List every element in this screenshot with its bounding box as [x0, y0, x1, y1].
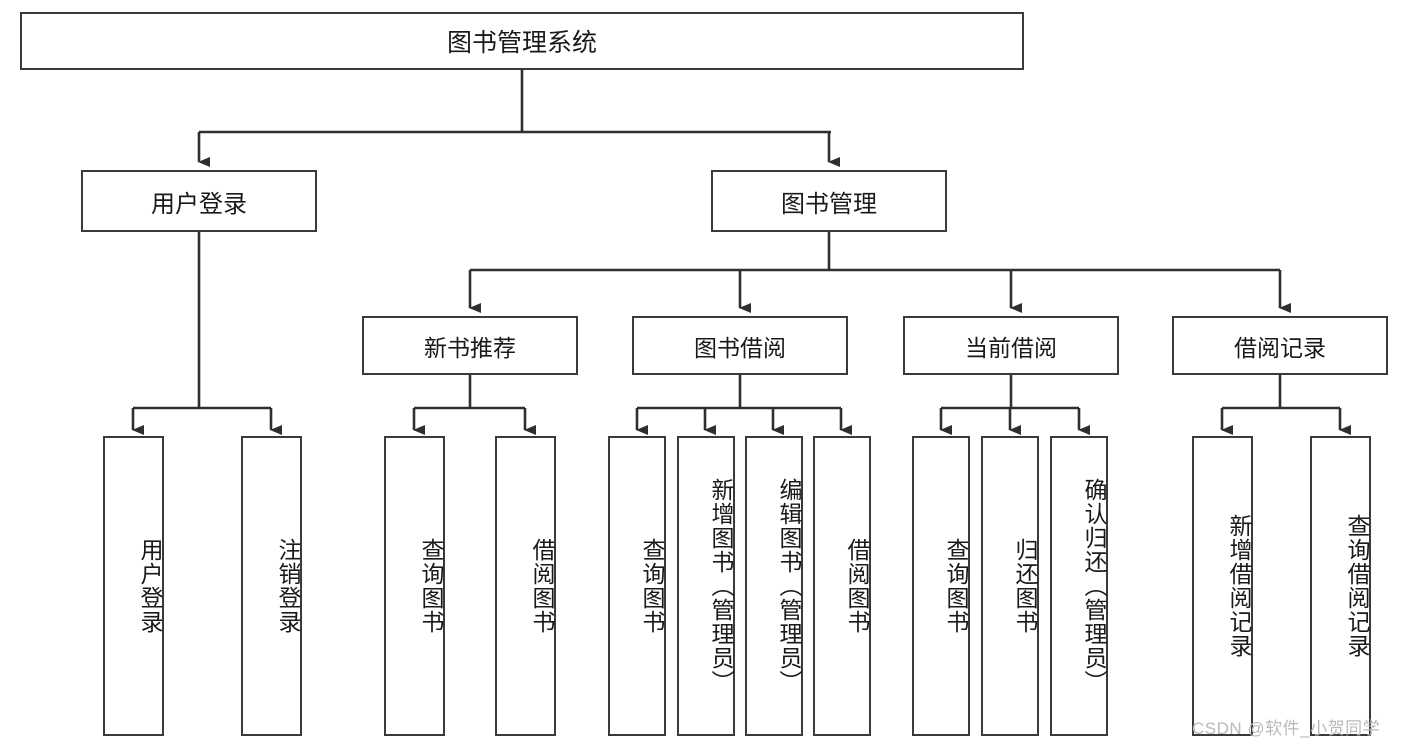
node-label: 确认归还（管理员） [1081, 478, 1107, 694]
node-root-book-management-system[interactable]: 图书管理系统 [20, 12, 1024, 70]
node-label: 新书推荐 [424, 334, 516, 361]
leaf-current-borrow-query[interactable]: 查询图书 [912, 436, 970, 736]
node-user-login[interactable]: 用户登录 [81, 170, 317, 232]
leaf-borrow-record-add[interactable]: 新增借阅记录 [1192, 436, 1253, 736]
node-current-borrow[interactable]: 当前借阅 [903, 316, 1119, 375]
node-book-borrow[interactable]: 图书借阅 [632, 316, 848, 375]
node-label: 注销登录 [275, 538, 301, 634]
node-label: 借阅图书 [529, 538, 555, 634]
leaf-current-borrow-confirm-return[interactable]: 确认归还（管理员） [1050, 436, 1108, 736]
leaf-new-book-query[interactable]: 查询图书 [384, 436, 445, 736]
csdn-watermark: CSDN @软件_小贺同学 [1192, 719, 1381, 738]
leaf-user-login-login[interactable]: 用户登录 [103, 436, 164, 736]
node-label: 借阅图书 [844, 538, 870, 634]
leaf-book-borrow-borrow[interactable]: 借阅图书 [813, 436, 871, 736]
node-label: 借阅记录 [1234, 334, 1326, 361]
node-label: 新增借阅记录 [1226, 514, 1252, 658]
node-label: 查询图书 [639, 538, 665, 634]
leaf-book-borrow-query[interactable]: 查询图书 [608, 436, 666, 736]
node-label: 查询图书 [943, 538, 969, 634]
leaf-current-borrow-return[interactable]: 归还图书 [981, 436, 1039, 736]
node-label: 编辑图书（管理员） [776, 478, 802, 694]
node-label: 查询图书 [418, 538, 444, 634]
leaf-book-borrow-edit[interactable]: 编辑图书（管理员） [745, 436, 803, 736]
node-label: 用户登录 [137, 538, 163, 634]
node-label: 查询借阅记录 [1344, 514, 1370, 658]
node-label: 当前借阅 [965, 334, 1057, 361]
node-book-management[interactable]: 图书管理 [711, 170, 947, 232]
leaf-new-book-borrow[interactable]: 借阅图书 [495, 436, 556, 736]
node-label: 用户登录 [151, 190, 247, 218]
node-label: 图书借阅 [694, 334, 786, 361]
node-label: 新增图书（管理员） [708, 478, 734, 694]
node-label: 图书管理 [781, 190, 877, 218]
leaf-user-login-logout[interactable]: 注销登录 [241, 436, 302, 736]
leaf-borrow-record-query[interactable]: 查询借阅记录 [1310, 436, 1371, 736]
node-label: 图书管理系统 [446, 29, 597, 57]
node-label: 归还图书 [1012, 538, 1038, 634]
leaf-book-borrow-add[interactable]: 新增图书（管理员） [677, 436, 735, 736]
node-new-book-recommend[interactable]: 新书推荐 [362, 316, 578, 375]
node-borrow-record[interactable]: 借阅记录 [1172, 316, 1388, 375]
